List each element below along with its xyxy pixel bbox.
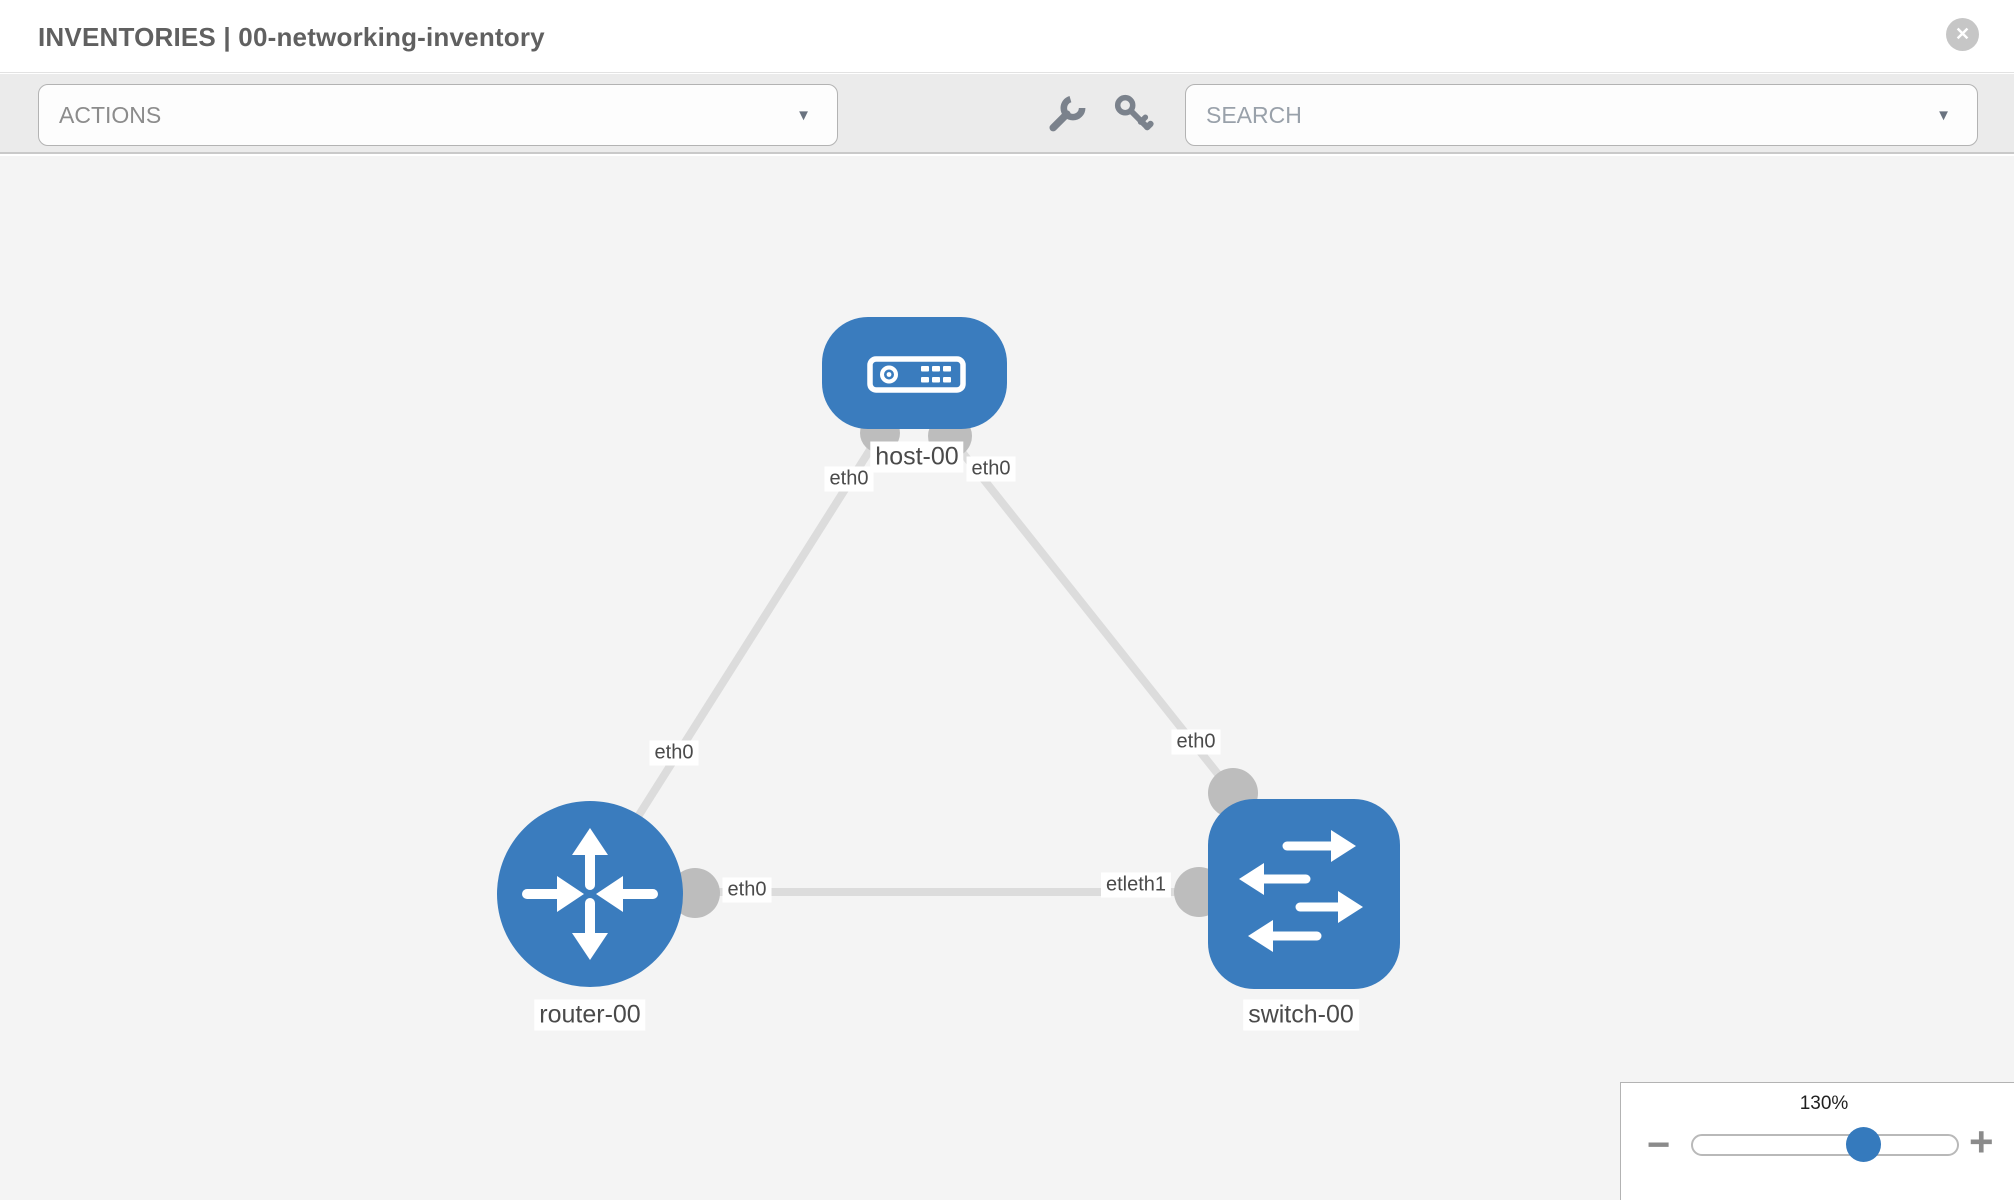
page-header: INVENTORIES | 00-networking-inventory ✕ (0, 0, 2014, 73)
chevron-down-icon: ▼ (796, 107, 811, 124)
topology-canvas[interactable]: eth0 host-00 eth0 eth0 eth0 eth0 etleth1… (0, 156, 2014, 1200)
key-icon[interactable] (1112, 92, 1156, 136)
search-dropdown-label: SEARCH (1206, 102, 1302, 128)
zoom-slider-thumb[interactable] (1846, 1127, 1881, 1162)
wrench-icon[interactable] (1044, 92, 1088, 136)
topology-links (635, 431, 1237, 896)
chevron-down-icon: ▼ (1936, 107, 1951, 124)
node-label-switch: switch-00 (1243, 999, 1359, 1031)
actions-dropdown[interactable]: ACTIONS ▼ (38, 84, 838, 146)
interface-label: eth0 (722, 877, 772, 903)
close-icon[interactable]: ✕ (1946, 18, 1979, 51)
zoom-panel: 130% − + (1620, 1082, 2014, 1200)
node-label-router: router-00 (534, 999, 646, 1031)
interface-label: eth0 (824, 466, 874, 492)
zoom-level: 130% (1799, 1093, 1849, 1114)
interface-label: eth0 (649, 740, 699, 766)
interface-label: eth0 (966, 456, 1016, 482)
interface-ports (670, 413, 1258, 918)
search-dropdown[interactable]: SEARCH ▼ (1185, 84, 1978, 146)
interface-label: eth0 (1171, 729, 1221, 755)
port-router-eth0 (670, 868, 720, 918)
actions-dropdown-label: ACTIONS (59, 102, 162, 128)
zoom-out-button[interactable]: − (1647, 1123, 1671, 1167)
node-switch-00[interactable] (1208, 799, 1400, 989)
zoom-slider-track[interactable] (1691, 1134, 1959, 1156)
host-icon (867, 356, 966, 393)
node-host-00[interactable] (822, 317, 1007, 429)
zoom-in-button[interactable]: + (1969, 1118, 1994, 1165)
router-icon (522, 828, 658, 960)
node-label-host: host-00 (870, 441, 964, 473)
page-title: INVENTORIES | 00-networking-inventory (38, 22, 545, 52)
toolbar: ACTIONS ▼ SEARCH ▼ (0, 74, 2014, 154)
switch-icon (1239, 830, 1363, 952)
node-router-00[interactable] (497, 801, 683, 987)
interface-label: etleth1 (1100, 872, 1172, 898)
